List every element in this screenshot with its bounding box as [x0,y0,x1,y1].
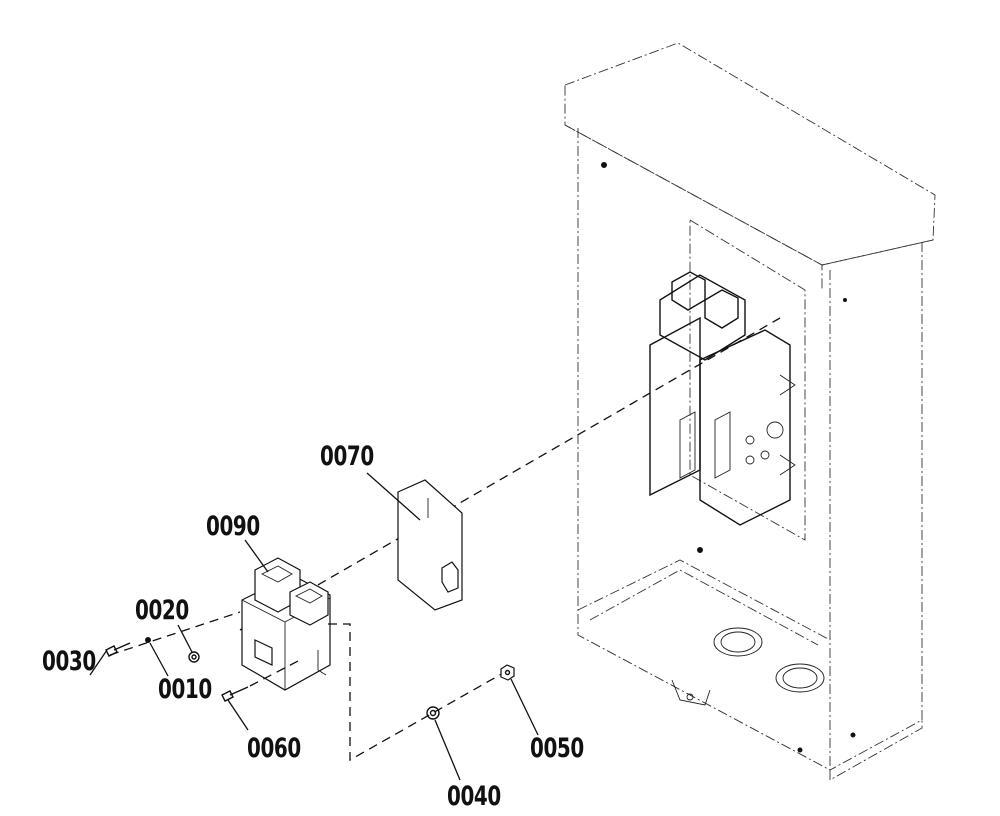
callout-0040: 0040 [447,781,501,812]
switch-left-module [649,316,701,497]
washer-0020-hole [191,654,197,660]
enclosure-floor-inner [589,569,819,646]
mounting-tab-hole [686,693,694,701]
leader-0050 [510,678,539,736]
part-0070-plate [397,479,463,611]
enclosure-screw [843,298,847,302]
block-latch [254,639,273,666]
switch-stud [745,435,755,445]
callout-0090: 0090 [206,511,260,542]
enclosure-top-side-edge [821,239,934,266]
switch-right-module [699,329,791,526]
enclosure-floor [577,559,831,641]
screw-0060-head [221,690,234,702]
enclosure [564,42,936,781]
hardware-axis-line [109,611,241,656]
knockout-hole-inner [782,667,818,689]
washer-0020 [188,651,200,663]
switch-upper-block [659,274,746,361]
callout-0060: 0060 [247,733,301,764]
enclosure-back-plate [689,219,806,541]
callout-0030: 0030 [42,646,96,677]
screw-0030-shank [113,642,131,651]
enclosure-bottom-lip [829,720,923,781]
washer-0010 [145,637,151,643]
hardware-left [105,611,301,702]
screw-0030-head [105,645,118,657]
switch-stud [745,455,755,465]
leader-0090 [244,539,269,573]
enclosure-screw [601,162,607,168]
leader-0070 [366,472,421,521]
mounting-tab [671,679,711,706]
plate-tab [441,561,459,593]
switch-clip [779,374,796,476]
leader-0060 [227,699,249,731]
enclosure-screw [850,732,856,738]
nut-0040 [426,706,440,720]
switch-stud [760,450,770,460]
screw-0060-shank [229,686,249,696]
knockout-hole-inner [720,631,756,653]
enclosure-screw [797,747,803,753]
switch-terminal-left [671,271,706,311]
part-0090-block [241,557,331,691]
nut-0050 [500,664,515,681]
leader-0040 [434,719,461,781]
screw-0060-axis [249,659,301,687]
terminal-screw [260,565,293,583]
enclosure-right-panel [829,242,923,771]
knockout-hole [713,627,763,657]
callout-0010: 0010 [158,674,212,705]
enclosure-screw [697,547,703,553]
knockout-hole [775,663,825,693]
enclosure-left-front-edge [577,128,831,771]
switch-mechanism [649,271,796,526]
callout-0020: 0020 [135,595,189,626]
block-pin [317,650,327,676]
leader-0010 [149,642,169,677]
switch-vent-slots [679,411,696,479]
leader-0030 [89,649,108,676]
switch-terminal-right [704,289,739,329]
terminal-screw [294,588,323,604]
enclosure-top-cover [564,42,936,266]
switch-hex-nut [766,421,784,439]
switch-vent-slots [714,411,731,479]
enclosure-top-front-edge [564,124,823,290]
nut-assembly-path [328,623,506,762]
leader-0020 [177,624,193,653]
callout-0070: 0070 [320,441,374,472]
block-terminal-right [289,581,329,626]
assembly-axis-line [239,317,781,631]
callout-0050: 0050 [530,733,584,764]
